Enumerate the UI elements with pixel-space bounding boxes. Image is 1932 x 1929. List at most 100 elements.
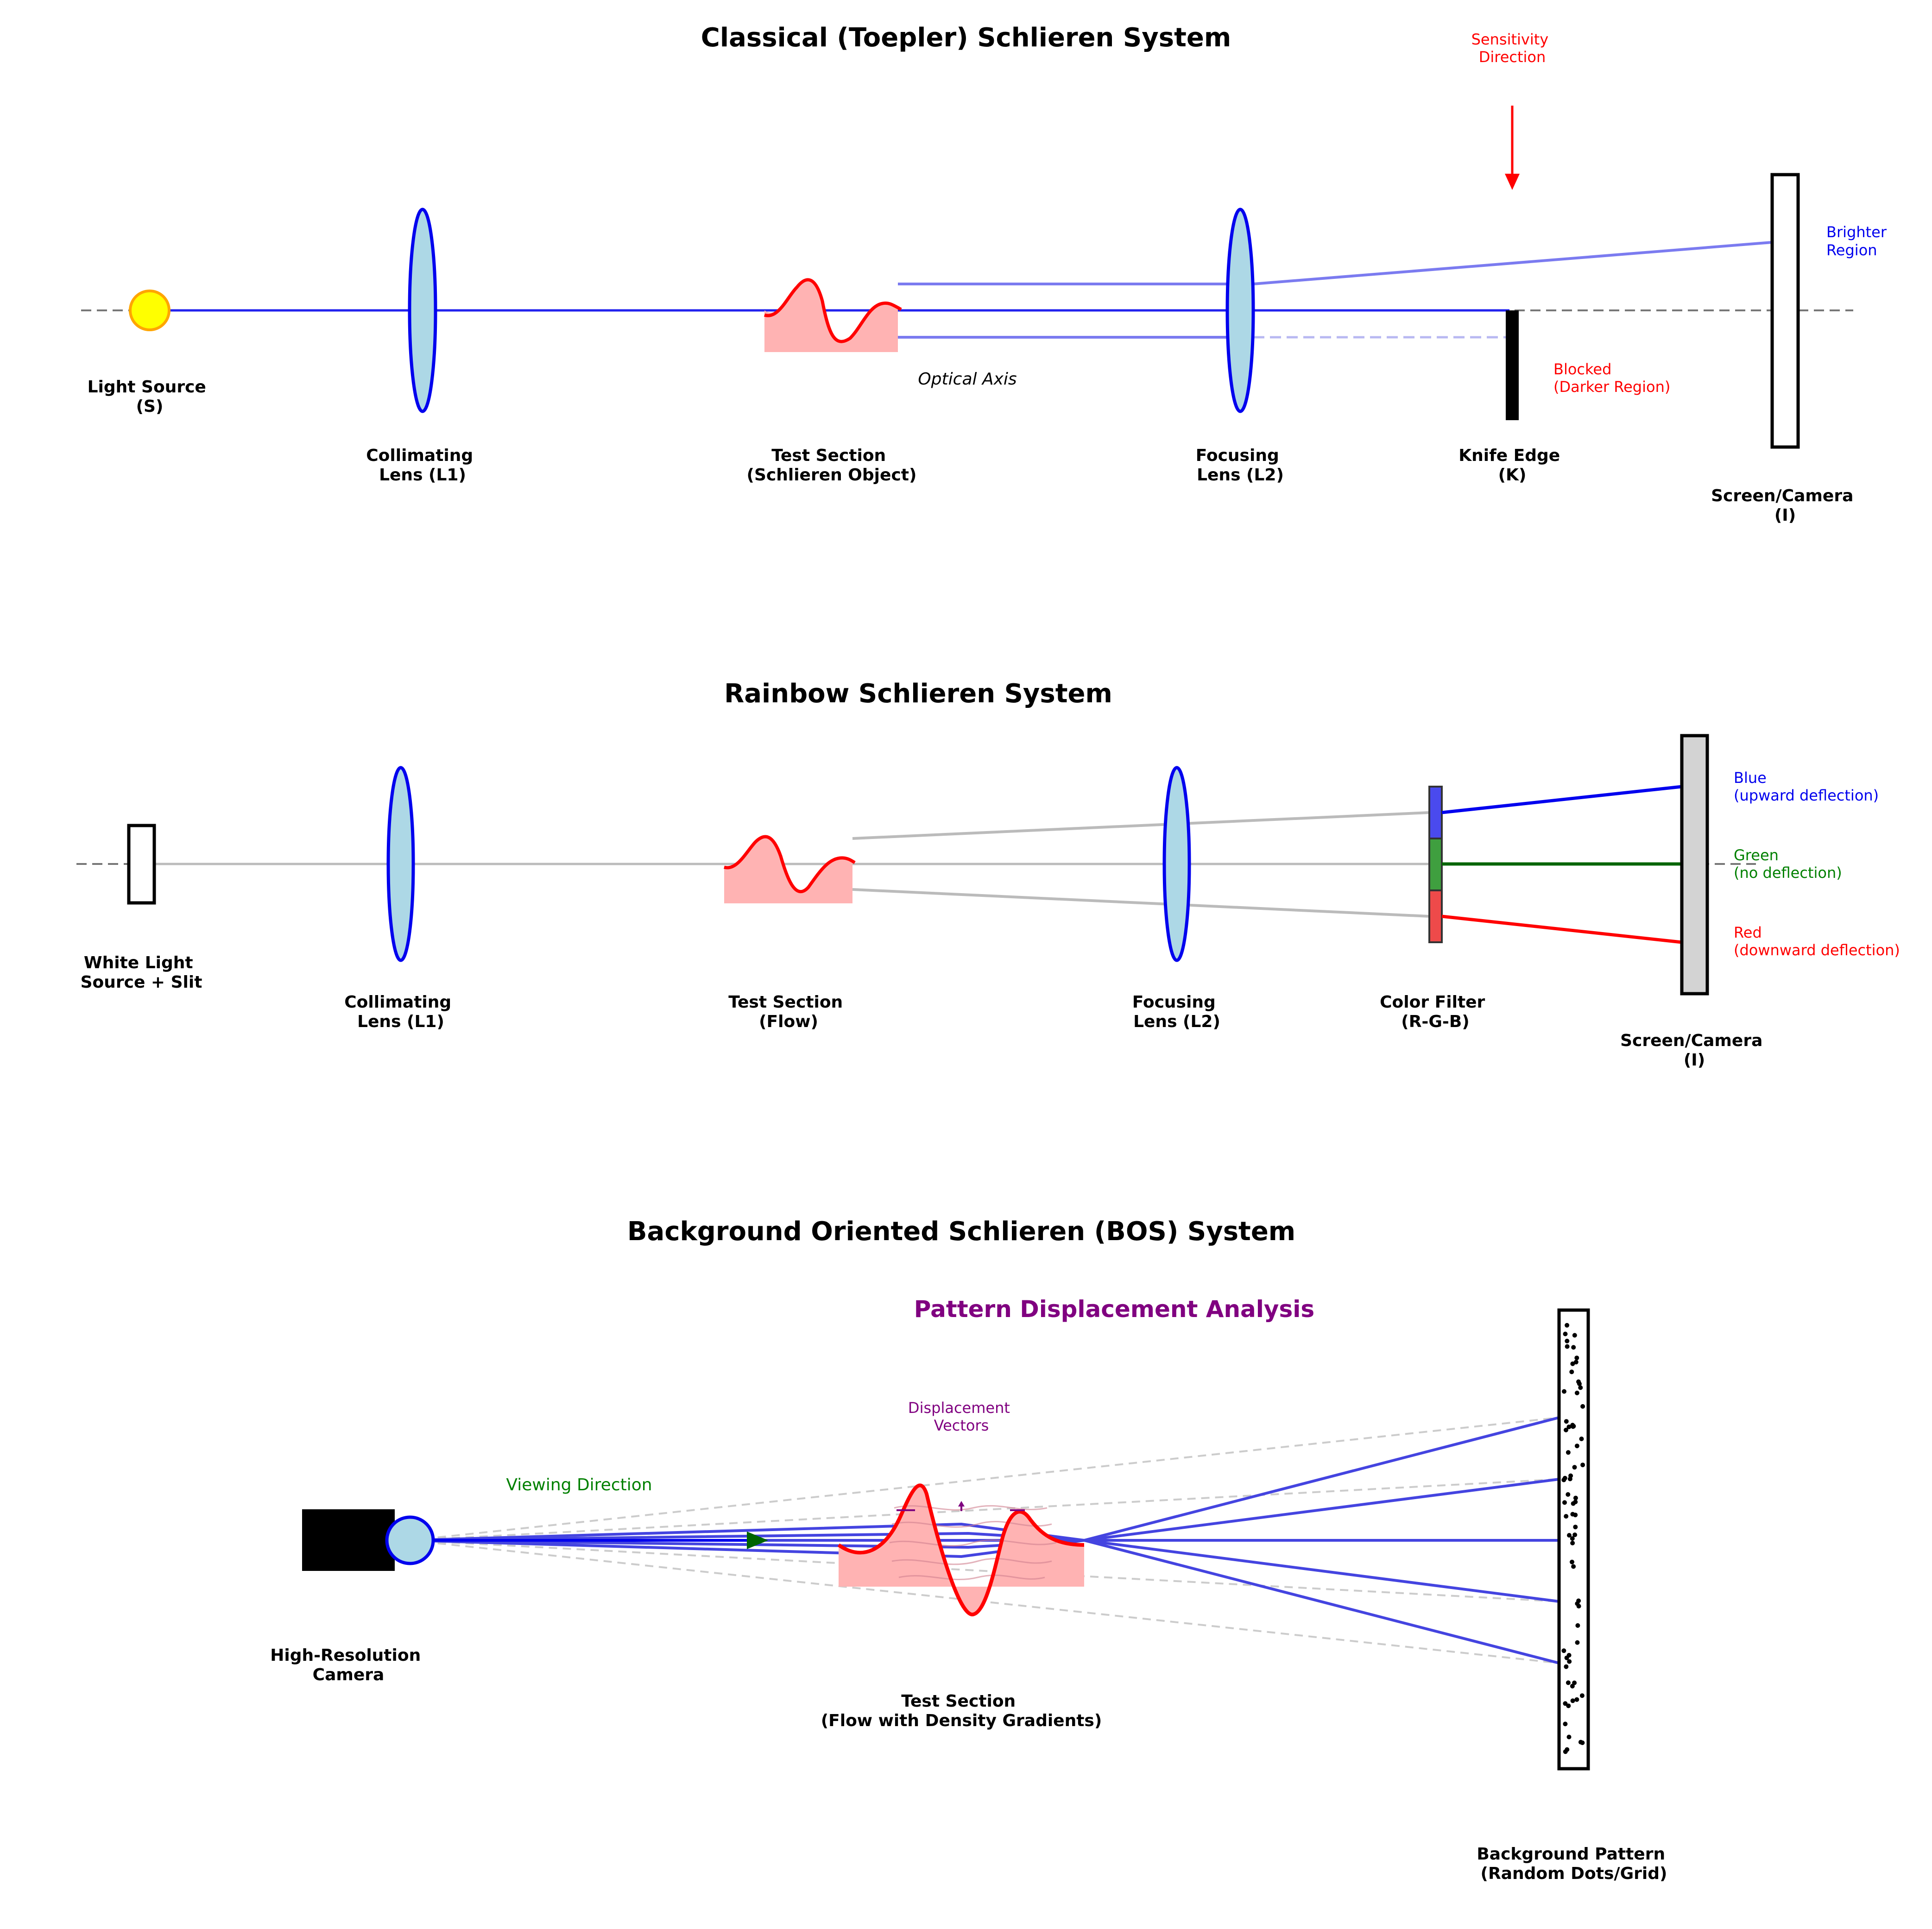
- bos-camera-body-icon: [302, 1509, 395, 1571]
- bos-panel: Background Oriented Schlieren (BOS) Syst…: [270, 1217, 1671, 1883]
- bos-reference-ray: [410, 1478, 1559, 1541]
- rainbow-title: Rainbow Schlieren System: [724, 679, 1112, 709]
- rainbow-collimating-lens-label: Collimating Lens (L1): [344, 993, 457, 1031]
- bos-reference-ray: [410, 1539, 1559, 1602]
- background-pattern-label: Background Pattern (Random Dots/Grid): [1477, 1845, 1671, 1883]
- viewing-direction-label: Viewing Direction: [506, 1475, 652, 1494]
- background-dot: [1563, 1721, 1568, 1727]
- background-dot: [1566, 1450, 1571, 1455]
- background-dot: [1562, 1389, 1566, 1394]
- background-dot: [1566, 1703, 1571, 1708]
- classical-focusing-lens-label: Focusing Lens (L2): [1196, 446, 1285, 485]
- background-dot: [1570, 1361, 1575, 1366]
- background-dot: [1564, 1514, 1569, 1519]
- background-dot: [1565, 1323, 1570, 1328]
- classical-light-source-icon: [129, 290, 170, 331]
- blocked-region-label: Blocked (Darker Region): [1553, 360, 1670, 396]
- background-dot: [1566, 1653, 1572, 1658]
- rainbow-red-label: Red (downward deflection): [1734, 924, 1900, 959]
- classical-test-section-label: Test Section (Schlieren Object): [747, 446, 917, 485]
- color-filter-blue-band: [1428, 786, 1443, 839]
- bos-subtitle: Pattern Displacement Analysis: [914, 1296, 1314, 1323]
- classical-light-source-label: Light Source (S): [88, 378, 212, 416]
- bos-flow-wisp-3: [889, 1539, 1057, 1547]
- background-dot: [1575, 1640, 1580, 1645]
- background-random-dots: [1561, 1323, 1585, 1754]
- classical-title: Classical (Toepler) Schlieren System: [701, 23, 1231, 53]
- rainbow-light-source-slit-icon: [127, 824, 156, 905]
- rainbow-flow-fill: [724, 837, 852, 903]
- background-dot: [1579, 1437, 1584, 1441]
- background-dot: [1573, 1513, 1578, 1518]
- background-dot: [1566, 1734, 1572, 1740]
- classical-upper-ray-out: [1253, 241, 1773, 285]
- rainbow-screen-icon: [1680, 734, 1709, 996]
- background-dot: [1580, 1404, 1585, 1409]
- background-dot: [1573, 1360, 1578, 1365]
- classical-screen-icon: [1770, 173, 1800, 449]
- rainbow-focusing-lens-label: Focusing Lens (L2): [1132, 993, 1222, 1031]
- background-dot: [1570, 1698, 1575, 1703]
- bos-reference-ray: [410, 1417, 1559, 1541]
- background-dot: [1561, 1648, 1566, 1653]
- background-dot: [1573, 1495, 1578, 1500]
- background-dot: [1578, 1385, 1583, 1390]
- background-dot: [1564, 1419, 1569, 1424]
- classical-optical-axis-label: Optical Axis: [918, 370, 1017, 389]
- background-dot: [1564, 1664, 1569, 1669]
- color-filter-green-band: [1428, 838, 1443, 891]
- classical-collimating-lens-icon: [408, 208, 437, 413]
- background-dot: [1562, 1475, 1567, 1481]
- classical-knife-edge-label: Knife Edge (K): [1458, 446, 1566, 485]
- rainbow-blue-ray: [1441, 785, 1682, 814]
- background-dot: [1564, 1427, 1568, 1432]
- classical-schlieren-object-curve: [764, 278, 902, 343]
- classical-panel: Classical (Toepler) Schlieren System Lig…: [81, 23, 1891, 525]
- background-dot: [1570, 1559, 1574, 1564]
- background-dot: [1565, 1338, 1570, 1343]
- sensitivity-arrow-head-icon: [1505, 174, 1520, 190]
- viewing-direction-arrow-icon: [747, 1532, 768, 1549]
- rainbow-green-label: Green (no deflection): [1734, 846, 1842, 882]
- rainbow-red-ray: [1441, 914, 1682, 944]
- classical-schlieren-object-fill: [764, 279, 898, 352]
- background-dot: [1566, 1425, 1572, 1430]
- background-dot: [1578, 1740, 1583, 1745]
- background-dot: [1571, 1501, 1576, 1506]
- rainbow-upper-ray: [852, 811, 1430, 840]
- bos-flow-wisp-5: [898, 1574, 1045, 1581]
- background-dot: [1574, 1355, 1579, 1361]
- rainbow-flow-curve: [724, 835, 856, 893]
- background-dot: [1562, 1500, 1567, 1505]
- background-dot: [1567, 1533, 1572, 1538]
- bos-flow-curve: [837, 1483, 1085, 1616]
- background-dot: [1572, 1465, 1577, 1470]
- rainbow-lower-ray: [852, 888, 1430, 918]
- background-dot: [1571, 1345, 1576, 1350]
- rainbow-blue-label: Blue (upward deflection): [1734, 769, 1879, 804]
- brighter-region-label: Brighter Region: [1826, 223, 1891, 259]
- classical-screen-label: Screen/Camera (I): [1711, 486, 1859, 525]
- background-dot: [1574, 1390, 1579, 1395]
- background-dot: [1570, 1540, 1575, 1545]
- color-filter-red-band: [1428, 889, 1443, 943]
- background-dot: [1579, 1693, 1585, 1698]
- rainbow-light-source-label: White Light Source + Slit: [81, 953, 202, 992]
- rainbow-screen-label: Screen/Camera (I): [1620, 1031, 1768, 1070]
- background-dot: [1563, 1701, 1568, 1706]
- displacement-vectors-icon: [897, 1501, 1025, 1511]
- rainbow-collimating-lens-icon: [386, 766, 415, 962]
- background-dot: [1572, 1333, 1577, 1338]
- background-dot: [1565, 1344, 1570, 1349]
- background-dot: [1567, 1659, 1572, 1664]
- background-dot: [1567, 1476, 1572, 1481]
- classical-collimating-lens-label: Collimating Lens (L1): [366, 446, 479, 485]
- rainbow-panel: Rainbow Schlieren System White Light Sou…: [76, 679, 1900, 1070]
- bos-flow-wisp-1: [894, 1505, 1048, 1511]
- color-filter-label: Color Filter (R-G-B): [1380, 993, 1491, 1031]
- bos-flow-wisp-4: [891, 1557, 1052, 1565]
- background-dot: [1566, 1492, 1571, 1497]
- bos-title: Background Oriented Schlieren (BOS) Syst…: [627, 1217, 1295, 1247]
- background-dot: [1576, 1598, 1581, 1603]
